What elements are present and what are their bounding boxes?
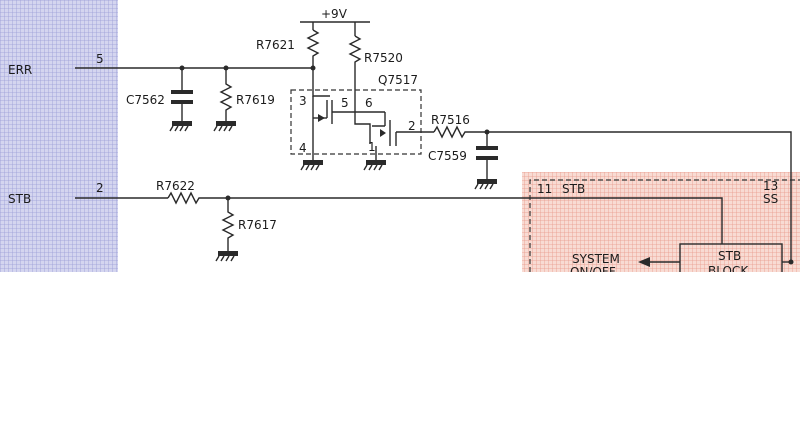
- q7517-package: [290, 89, 422, 155]
- r7516-label: R7516: [431, 113, 470, 127]
- ic-pin13-number: 13: [763, 179, 778, 193]
- ss-line: [487, 131, 792, 262]
- transistor-q2: [354, 110, 434, 160]
- system-label-line1: SYSTEM: [572, 252, 620, 266]
- r7520-resistor: [348, 35, 362, 110]
- stb-pin-number: 2: [96, 181, 104, 195]
- ground-icon: [215, 251, 238, 262]
- power-drops: [312, 22, 356, 36]
- stb-pin-label: STB: [8, 192, 31, 206]
- c7559-capacitor: [476, 146, 498, 150]
- stb-block-line1: STB: [718, 249, 741, 263]
- ground-icon: [169, 121, 192, 132]
- r7622-label: R7622: [156, 179, 195, 193]
- q7517-pin5: 5: [341, 96, 349, 110]
- power-label: +9V: [321, 7, 348, 21]
- r7621-label: R7621: [256, 38, 295, 52]
- ic-pin11-number: 11: [537, 182, 552, 196]
- r7622-resistor: [167, 191, 723, 244]
- c7562-label: C7562: [126, 93, 165, 107]
- ic-pin13-name: SS: [763, 192, 778, 206]
- transistor-q1: [312, 68, 385, 160]
- r7619-label: R7619: [236, 93, 275, 107]
- ground-icon: [213, 121, 236, 132]
- q7517-pin6: 6: [365, 96, 373, 110]
- ic-pin11-name: STB: [562, 182, 585, 196]
- ic-outline: [529, 179, 800, 272]
- ground-icon: [300, 160, 323, 171]
- q7517-pin3: 3: [299, 94, 307, 108]
- err-pin-number: 5: [96, 52, 104, 66]
- r7520-label: R7520: [364, 51, 403, 65]
- ground-icon: [474, 179, 497, 190]
- r7619-resistor: [219, 68, 233, 122]
- r7516-resistor: [433, 125, 487, 139]
- r7617-label: R7617: [238, 218, 277, 232]
- q7517-pin2: 2: [408, 119, 416, 133]
- connector-panel: [0, 0, 118, 272]
- arrow-left-icon: [638, 257, 650, 267]
- q7517-pin1: 1: [368, 140, 376, 154]
- r7617-resistor: [221, 198, 235, 252]
- c7559-label: C7559: [428, 149, 467, 163]
- c7562-plate: [171, 100, 193, 104]
- r7621-resistor: [306, 29, 320, 68]
- ground-icon: [363, 160, 386, 171]
- c7562-capacitor: [171, 90, 193, 94]
- err-pin-label: ERR: [8, 63, 32, 77]
- ic-panel: [522, 172, 800, 272]
- blank-area: [0, 272, 800, 439]
- c7559-plate: [476, 156, 498, 160]
- q7517-label: Q7517: [378, 73, 418, 87]
- q7517-pin4: 4: [299, 141, 307, 155]
